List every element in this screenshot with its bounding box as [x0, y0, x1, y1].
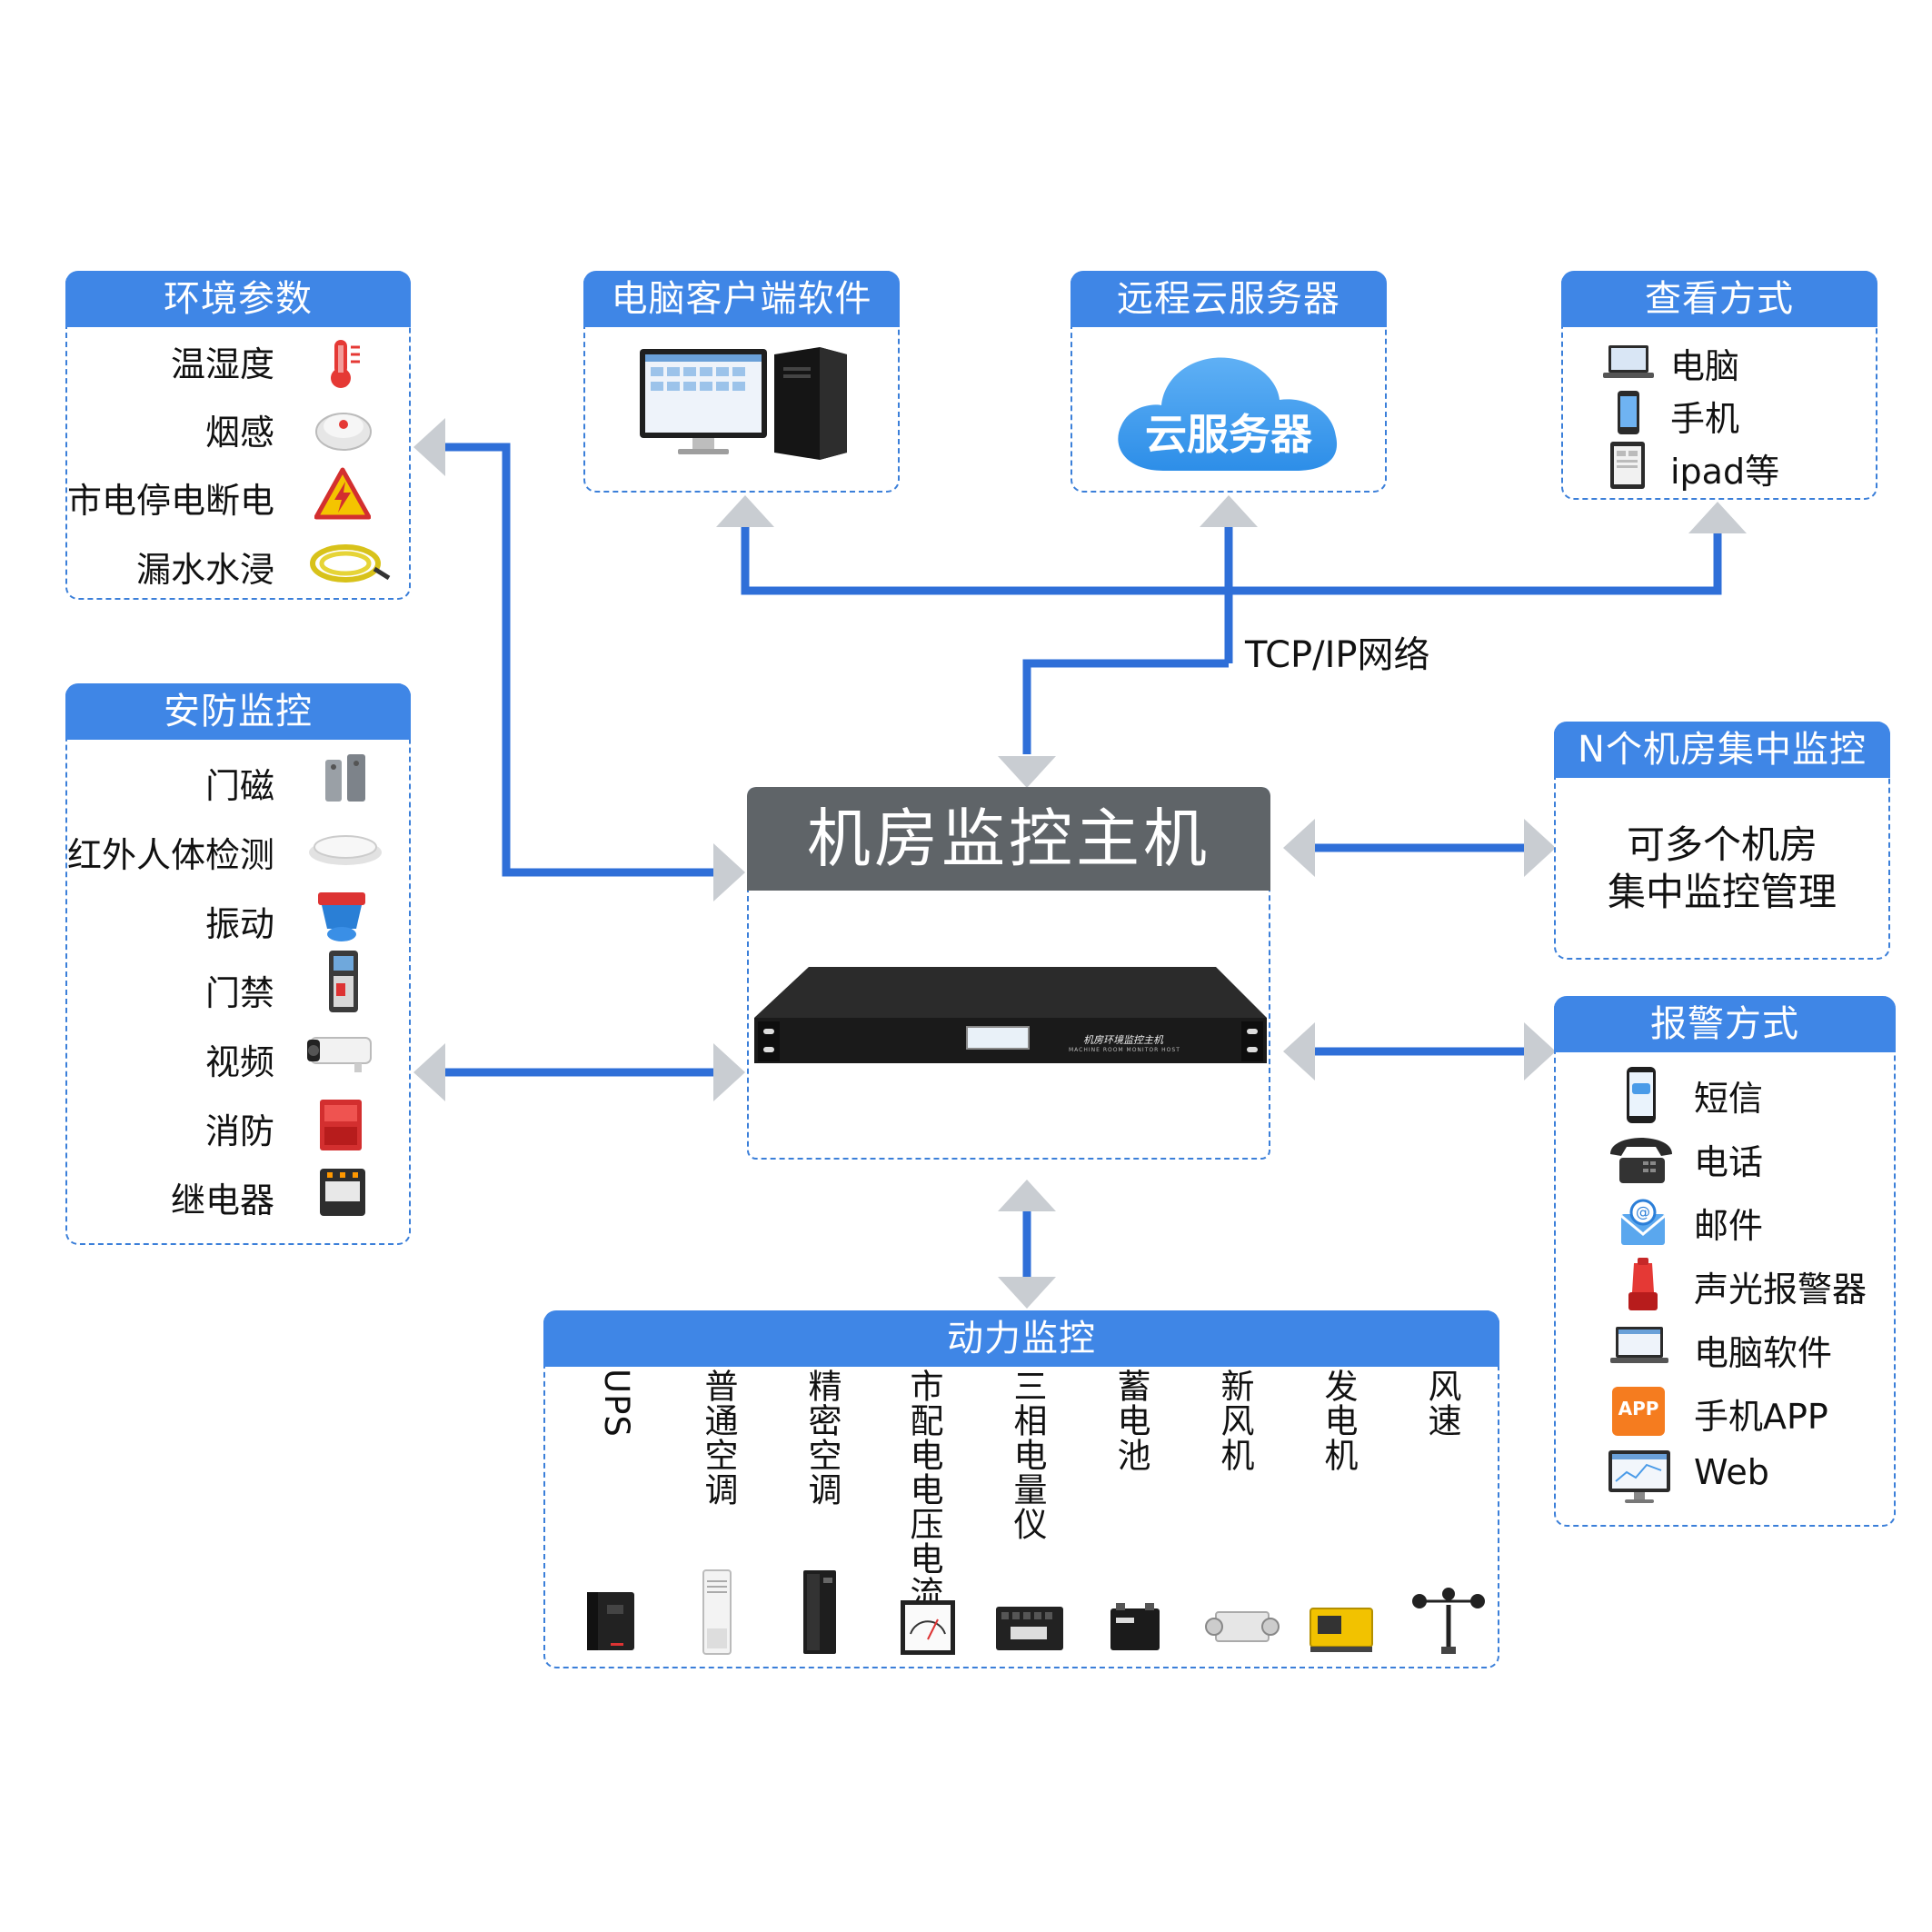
- multi-room-panel: N个机房集中监控 可多个机房 集中监控管理: [1554, 722, 1890, 960]
- power-item-precision-ac: 精密空调: [802, 1369, 842, 1507]
- sms-phone-icon: [1627, 1067, 1656, 1123]
- three-phase-meter-icon: [996, 1607, 1063, 1650]
- telephone-icon: [1610, 1138, 1672, 1183]
- alarm-item-mobile-app: 手机APP: [1694, 1397, 1828, 1437]
- desktop-computer-icon: [640, 347, 847, 460]
- multi-room-desc-line2: 集中监控管理: [1607, 870, 1837, 914]
- env-params-panel: 环境参数 温湿度 烟感 市电停电断电 漏水水浸: [65, 271, 411, 600]
- alarm-item-email: 邮件: [1694, 1206, 1764, 1246]
- env-item-water-leak: 漏水水浸: [135, 550, 274, 590]
- battery-icon: [1110, 1603, 1160, 1650]
- air-conditioner-icon: [702, 1569, 732, 1655]
- view-method-panel: 查看方式 电脑 手机 ipad等: [1561, 271, 1877, 500]
- multi-room-desc-line1: 可多个机房: [1626, 822, 1817, 867]
- env-item-temp-humidity: 温湿度: [170, 344, 274, 384]
- power-item-fresh-air: 新风机: [1215, 1369, 1254, 1472]
- view-item-phone: 手机: [1670, 399, 1740, 439]
- alarm-item-telephone: 电话: [1694, 1142, 1764, 1182]
- security-item-fire: 消防: [204, 1111, 274, 1151]
- cloud-server-title: 远程云服务器: [1071, 271, 1387, 327]
- smoke-detector-icon: [315, 413, 372, 451]
- app-icon-text: APP: [1618, 1398, 1659, 1419]
- fire-extinguisher-box-icon: [320, 1100, 362, 1150]
- env-item-power-outage: 市电停电断电: [67, 481, 275, 521]
- cloud-server-panel: 远程云服务器 云服务器: [1071, 271, 1387, 493]
- alarm-item-pc-software: 电脑软件: [1694, 1333, 1833, 1373]
- power-item-common-ac: 普通空调: [699, 1369, 738, 1507]
- power-item-mains-voltage-current: 市配电电压电流: [904, 1369, 943, 1610]
- security-panel: 安防监控 门磁 红外人体检测 振动 门禁 视频 消防 继电器: [65, 683, 411, 1245]
- generator-icon: [1310, 1608, 1373, 1652]
- security-item-access-control: 门禁: [204, 973, 274, 1013]
- monitor-host-panel: 机房监控主机 机房环境监控主机 MACHINE ROOM MONITOR HOS…: [747, 787, 1270, 1160]
- security-item-vibration: 振动: [204, 904, 274, 944]
- network-label: TCP/IP网络: [1245, 634, 1430, 676]
- anemometer-icon: [1412, 1588, 1485, 1654]
- security-title: 安防监控: [65, 683, 411, 740]
- door-magnet-icon: [325, 754, 365, 802]
- security-item-video: 视频: [204, 1042, 274, 1082]
- alarm-item-web: Web: [1694, 1452, 1769, 1492]
- power-warning-icon: [314, 467, 371, 520]
- rack-host-device-icon: [754, 967, 1267, 1063]
- app-icon: APP: [1612, 1387, 1665, 1436]
- alarm-item-sms: 短信: [1694, 1079, 1764, 1119]
- email-icon: @: [1620, 1199, 1666, 1245]
- mobile-phone-icon: [1618, 391, 1639, 434]
- power-item-generator: 发电机: [1319, 1369, 1358, 1472]
- view-item-ipad: ipad等: [1670, 452, 1780, 492]
- alarm-panel: 报警方式 短信 电话 @ 邮件 声光报警器 电脑软件 APP 手机APP: [1554, 996, 1896, 1527]
- water-leak-cable-icon: [310, 544, 391, 583]
- svg-text:@: @: [1636, 1203, 1650, 1220]
- security-item-door-contact: 门磁: [204, 766, 274, 806]
- host-device-label-cn: 机房环境监控主机: [1083, 1034, 1163, 1046]
- view-method-title: 查看方式: [1561, 271, 1877, 327]
- alarm-item-sound-light: 声光报警器: [1694, 1270, 1867, 1310]
- view-item-computer: 电脑: [1670, 346, 1740, 386]
- pc-client-title: 电脑客户端软件: [583, 271, 900, 327]
- pir-sensor-icon: [309, 835, 382, 865]
- laptop-icon: [1603, 345, 1654, 378]
- vibration-sensor-icon: [318, 892, 365, 941]
- relay-contactor-icon: [320, 1169, 365, 1216]
- env-item-smoke: 烟感: [204, 413, 274, 453]
- laptop-software-icon: [1610, 1327, 1668, 1363]
- power-item-wind-speed: 风速: [1422, 1369, 1461, 1438]
- multi-room-title: N个机房集中监控: [1554, 722, 1890, 778]
- tablet-icon: [1610, 442, 1645, 489]
- monitor-host-title: 机房监控主机: [747, 787, 1270, 891]
- cloud-icon: [1118, 357, 1338, 471]
- cloud-label: 云服务器: [1145, 410, 1312, 459]
- host-device-label-en: MACHINE ROOM MONITOR HOST: [1069, 1047, 1180, 1053]
- voltmeter-icon: [901, 1600, 955, 1655]
- siren-alarm-icon: [1628, 1258, 1658, 1310]
- fresh-air-unit-icon: [1205, 1611, 1280, 1642]
- power-item-battery: 蓄电池: [1111, 1369, 1150, 1472]
- access-control-icon: [329, 951, 358, 1012]
- ups-icon: [587, 1592, 634, 1650]
- pc-client-panel: 电脑客户端软件: [583, 271, 900, 493]
- security-item-pir: 红外人体检测: [67, 835, 275, 875]
- power-monitoring-panel: 动力监控 UPS 普通空调 精密空调 市配电电压电流 三相电量仪 蓄电池 新风机…: [543, 1310, 1499, 1668]
- alarm-title: 报警方式: [1554, 996, 1896, 1052]
- power-monitoring-title: 动力监控: [543, 1310, 1499, 1367]
- precision-ac-icon: [803, 1570, 836, 1654]
- web-monitor-icon: [1608, 1450, 1670, 1503]
- security-camera-icon: [307, 1037, 372, 1072]
- thermometer-icon: [331, 340, 360, 388]
- security-item-relay: 继电器: [170, 1180, 274, 1220]
- power-item-three-phase-meter: 三相电量仪: [1008, 1369, 1047, 1541]
- env-params-title: 环境参数: [65, 271, 411, 327]
- power-item-ups: UPS: [597, 1369, 636, 1438]
